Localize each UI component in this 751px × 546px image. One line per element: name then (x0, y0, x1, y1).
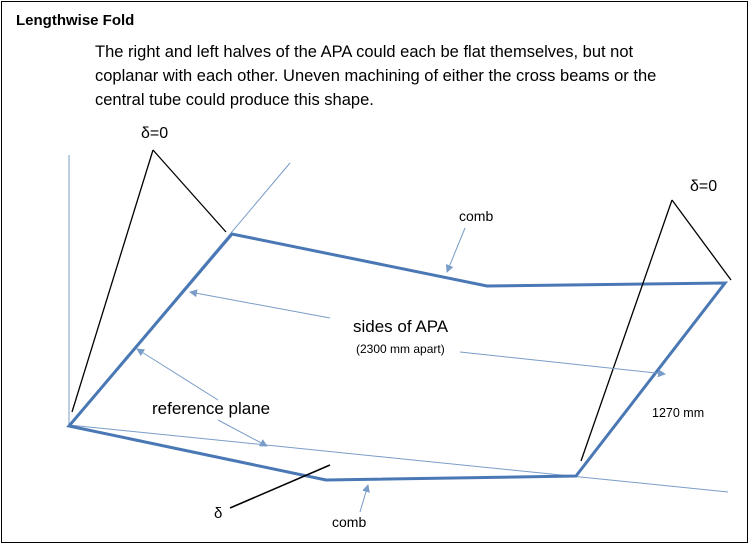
sides-arrow-right (459, 351, 666, 378)
comb-bottom-arrow (359, 484, 370, 513)
delta-zero-right-label: δ=0 (690, 178, 718, 195)
sides-arrow-left (189, 289, 331, 319)
reference-plane-arrow-up (136, 348, 219, 401)
dimension-label: 1270 mm (652, 406, 705, 420)
delta-zero-right-leader-1 (580, 199, 673, 462)
apa-outline (66, 232, 729, 482)
delta-leader (229, 464, 331, 509)
sides-of-apa-label: sides of APA (353, 317, 449, 336)
slide-title: Lengthwise Fold (16, 12, 135, 29)
delta-zero-right-leader-2 (671, 199, 732, 281)
delta-zero-left-leader-1 (71, 149, 154, 413)
description-text: The right and left halves of the APA cou… (95, 43, 657, 109)
reference-plane-label: reference plane (152, 399, 271, 418)
delta-zero-left-label: δ=0 (141, 125, 169, 142)
sides-distance-label: (2300 mm apart) (356, 342, 445, 356)
delta-zero-left-leader-2 (152, 149, 227, 233)
reference-plane-arrow-down (217, 419, 268, 447)
comb-bottom-label: comb (332, 514, 367, 530)
comb-top-label: comb (459, 208, 494, 224)
comb-top-arrow (445, 227, 466, 273)
horizontal-axis-line (68, 424, 729, 493)
delta-label: δ (214, 505, 223, 522)
